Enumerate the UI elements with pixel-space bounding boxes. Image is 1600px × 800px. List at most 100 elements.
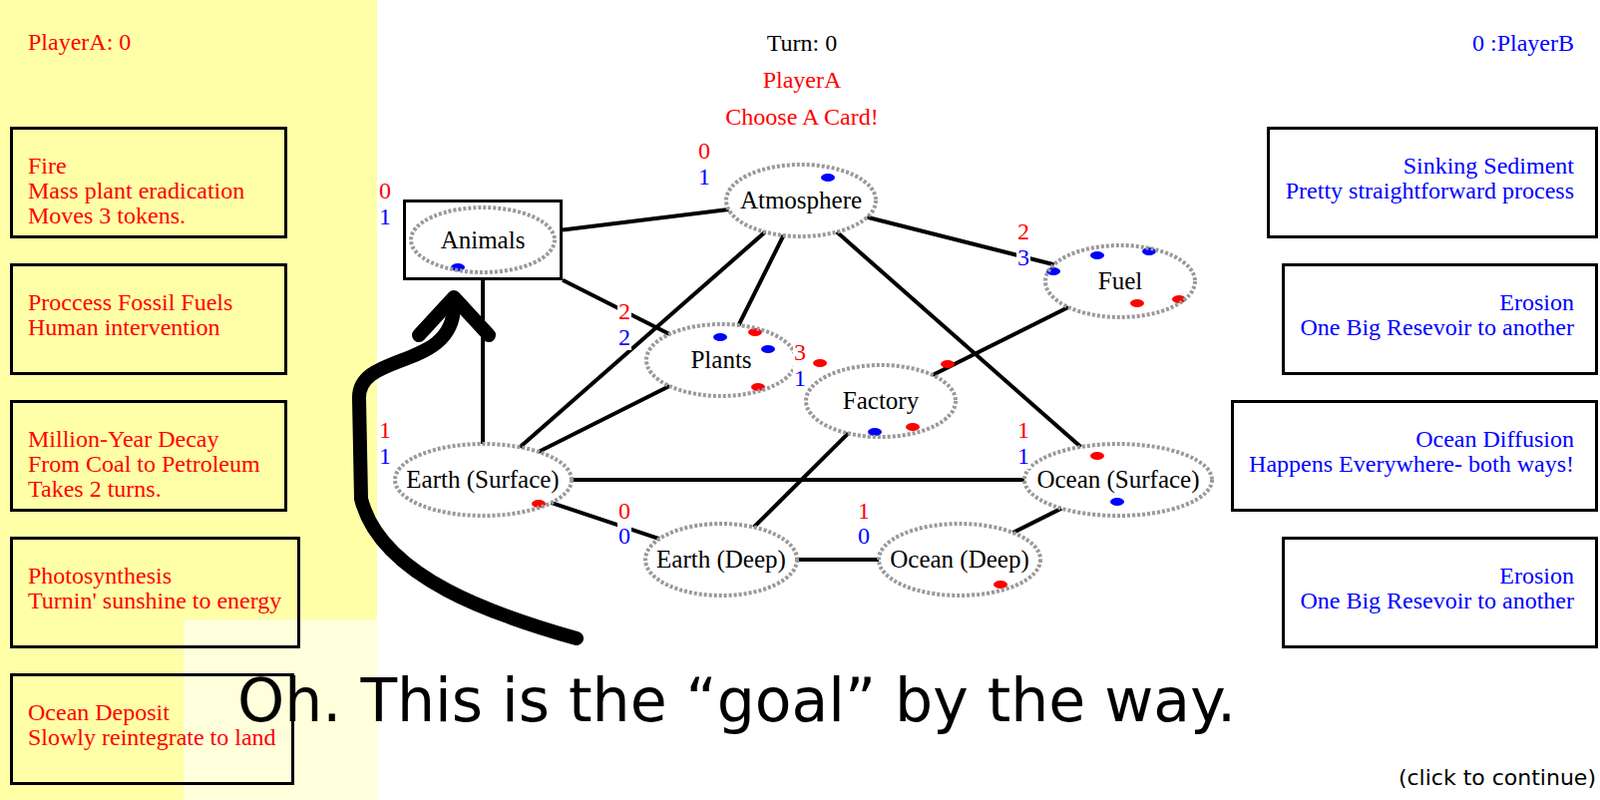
token-count: 3 (1016, 244, 1031, 271)
connector (538, 386, 670, 452)
card-description: Happens Everywhere- both ways! (1248, 451, 1575, 477)
reservoir-ellipse (726, 164, 876, 237)
card-description: Mass plant eradication (27, 178, 245, 204)
token (761, 345, 776, 354)
turn-counter: Turn: 0 (767, 29, 837, 56)
token-count: 0 (378, 177, 393, 204)
reservoir-node: Earth (Deep) (643, 521, 800, 598)
token-count: 1 (1016, 416, 1031, 443)
reservoir-name: Factory (842, 387, 919, 415)
token-count: 3 (793, 339, 807, 366)
action-card: ErosionOne Big Resevoir to another (1281, 263, 1599, 376)
action-card: FireMass plant eradicationMoves 3 tokens… (9, 126, 288, 239)
reservoir-name: Earth (Deep) (656, 545, 787, 574)
token-count: 2 (617, 298, 632, 325)
token-count: 2 (617, 324, 632, 351)
reservoir-name: Earth (Surface) (405, 465, 559, 494)
card-title: Erosion (1499, 290, 1575, 316)
action-card: Million-Year DecayFrom Coal to Petroleum… (9, 400, 288, 512)
reservoir-ellipse (410, 207, 555, 273)
prompt-text: Choose A Card! (725, 103, 878, 130)
token (1090, 451, 1105, 460)
card-title: Fire (27, 153, 67, 179)
reservoir-ellipse (395, 443, 572, 516)
connector (932, 307, 1069, 376)
action-card: Proccess Fossil FuelsHuman intervention (9, 263, 288, 376)
connector (550, 502, 660, 539)
reservoir-ellipse (646, 324, 797, 397)
reservoir-ellipse (878, 523, 1041, 596)
current-player: PlayerA (763, 66, 842, 93)
reservoir-ellipse (645, 523, 798, 596)
token (905, 422, 920, 431)
token-count: 1 (793, 365, 807, 392)
token (993, 580, 1008, 589)
action-card: Ocean DiffusionHappens Everywhere- both … (1230, 400, 1599, 512)
reservoir-name: Fuel (1098, 267, 1143, 296)
reservoir-name: Animals (440, 226, 526, 255)
token (1110, 497, 1125, 506)
card-title: Ocean Diffusion (1415, 426, 1575, 452)
card-description: Moves 3 tokens. (27, 203, 186, 229)
token-count: 1 (378, 416, 393, 443)
token-count: 0 (856, 522, 871, 549)
continue-hint: (click to continue) (1398, 765, 1597, 792)
token-count: 0 (697, 137, 712, 164)
token (1130, 299, 1145, 308)
card-description: Pretty straightforward process (1285, 178, 1575, 204)
action-card: PhotosynthesisTurnin' sunshine to energy (9, 536, 301, 649)
reservoir-ellipse (1024, 443, 1212, 516)
reservoir-name: Ocean (Deep) (889, 545, 1030, 574)
card-description: One Big Resevoir to another (1299, 315, 1575, 341)
token (1090, 251, 1105, 260)
connector (562, 280, 670, 335)
goal-reservoir-node: Animals (402, 199, 563, 281)
token-count: 0 (617, 522, 632, 549)
token-count: 2 (1016, 218, 1031, 245)
player-score: PlayerA: 0 (27, 28, 131, 55)
token (812, 359, 827, 368)
card-title: Ocean Deposit (27, 700, 170, 726)
card-description: From Coal to Petroleum (27, 451, 261, 477)
player-score: 0 :PlayerB (1472, 29, 1575, 56)
action-card: Sinking SedimentPretty straightforward p… (1266, 126, 1599, 239)
tutorial-caption: Oh. This is the “goal” by the way. (237, 664, 1236, 737)
reservoir-node: Atmosphere (724, 162, 878, 239)
token (748, 328, 763, 337)
card-title: Sinking Sediment (1403, 153, 1575, 179)
reservoir-ellipse (805, 365, 956, 437)
token (820, 173, 835, 182)
token (940, 360, 955, 369)
reservoir-node: Ocean (Deep) (876, 521, 1043, 598)
card-description: One Big Resevoir to another (1299, 588, 1575, 614)
connector (519, 232, 766, 448)
reservoir-node: Plants (644, 322, 799, 399)
token-count: 1 (1016, 442, 1031, 469)
token-count: 1 (697, 163, 712, 190)
connector (562, 209, 729, 231)
connector (797, 557, 879, 562)
action-card: ErosionOne Big Resevoir to another (1281, 536, 1599, 649)
reservoir-node: Earth (Surface) (393, 441, 574, 518)
token (713, 333, 728, 342)
connector (1013, 508, 1062, 533)
reservoir-name: Atmosphere (740, 186, 862, 215)
token-count: 1 (378, 203, 393, 230)
token (1142, 247, 1157, 256)
connector (480, 280, 485, 444)
pointer-arrow (359, 305, 577, 639)
reservoir-name: Plants (690, 346, 752, 375)
connector (836, 232, 1082, 447)
token-count: 1 (378, 442, 393, 469)
card-description: Turnin' sunshine to energy (27, 588, 282, 614)
card-title: Proccess Fossil Fuels (27, 290, 233, 316)
card-title: Erosion (1499, 563, 1575, 589)
token-count: 0 (617, 497, 632, 524)
reservoir-ellipse (1045, 245, 1196, 318)
card-title: Million-Year Decay (27, 426, 220, 452)
card-description: Human intervention (27, 315, 221, 341)
card-title: Photosynthesis (27, 563, 172, 589)
card-description: Takes 2 turns. (27, 476, 162, 502)
connector (571, 477, 1026, 482)
